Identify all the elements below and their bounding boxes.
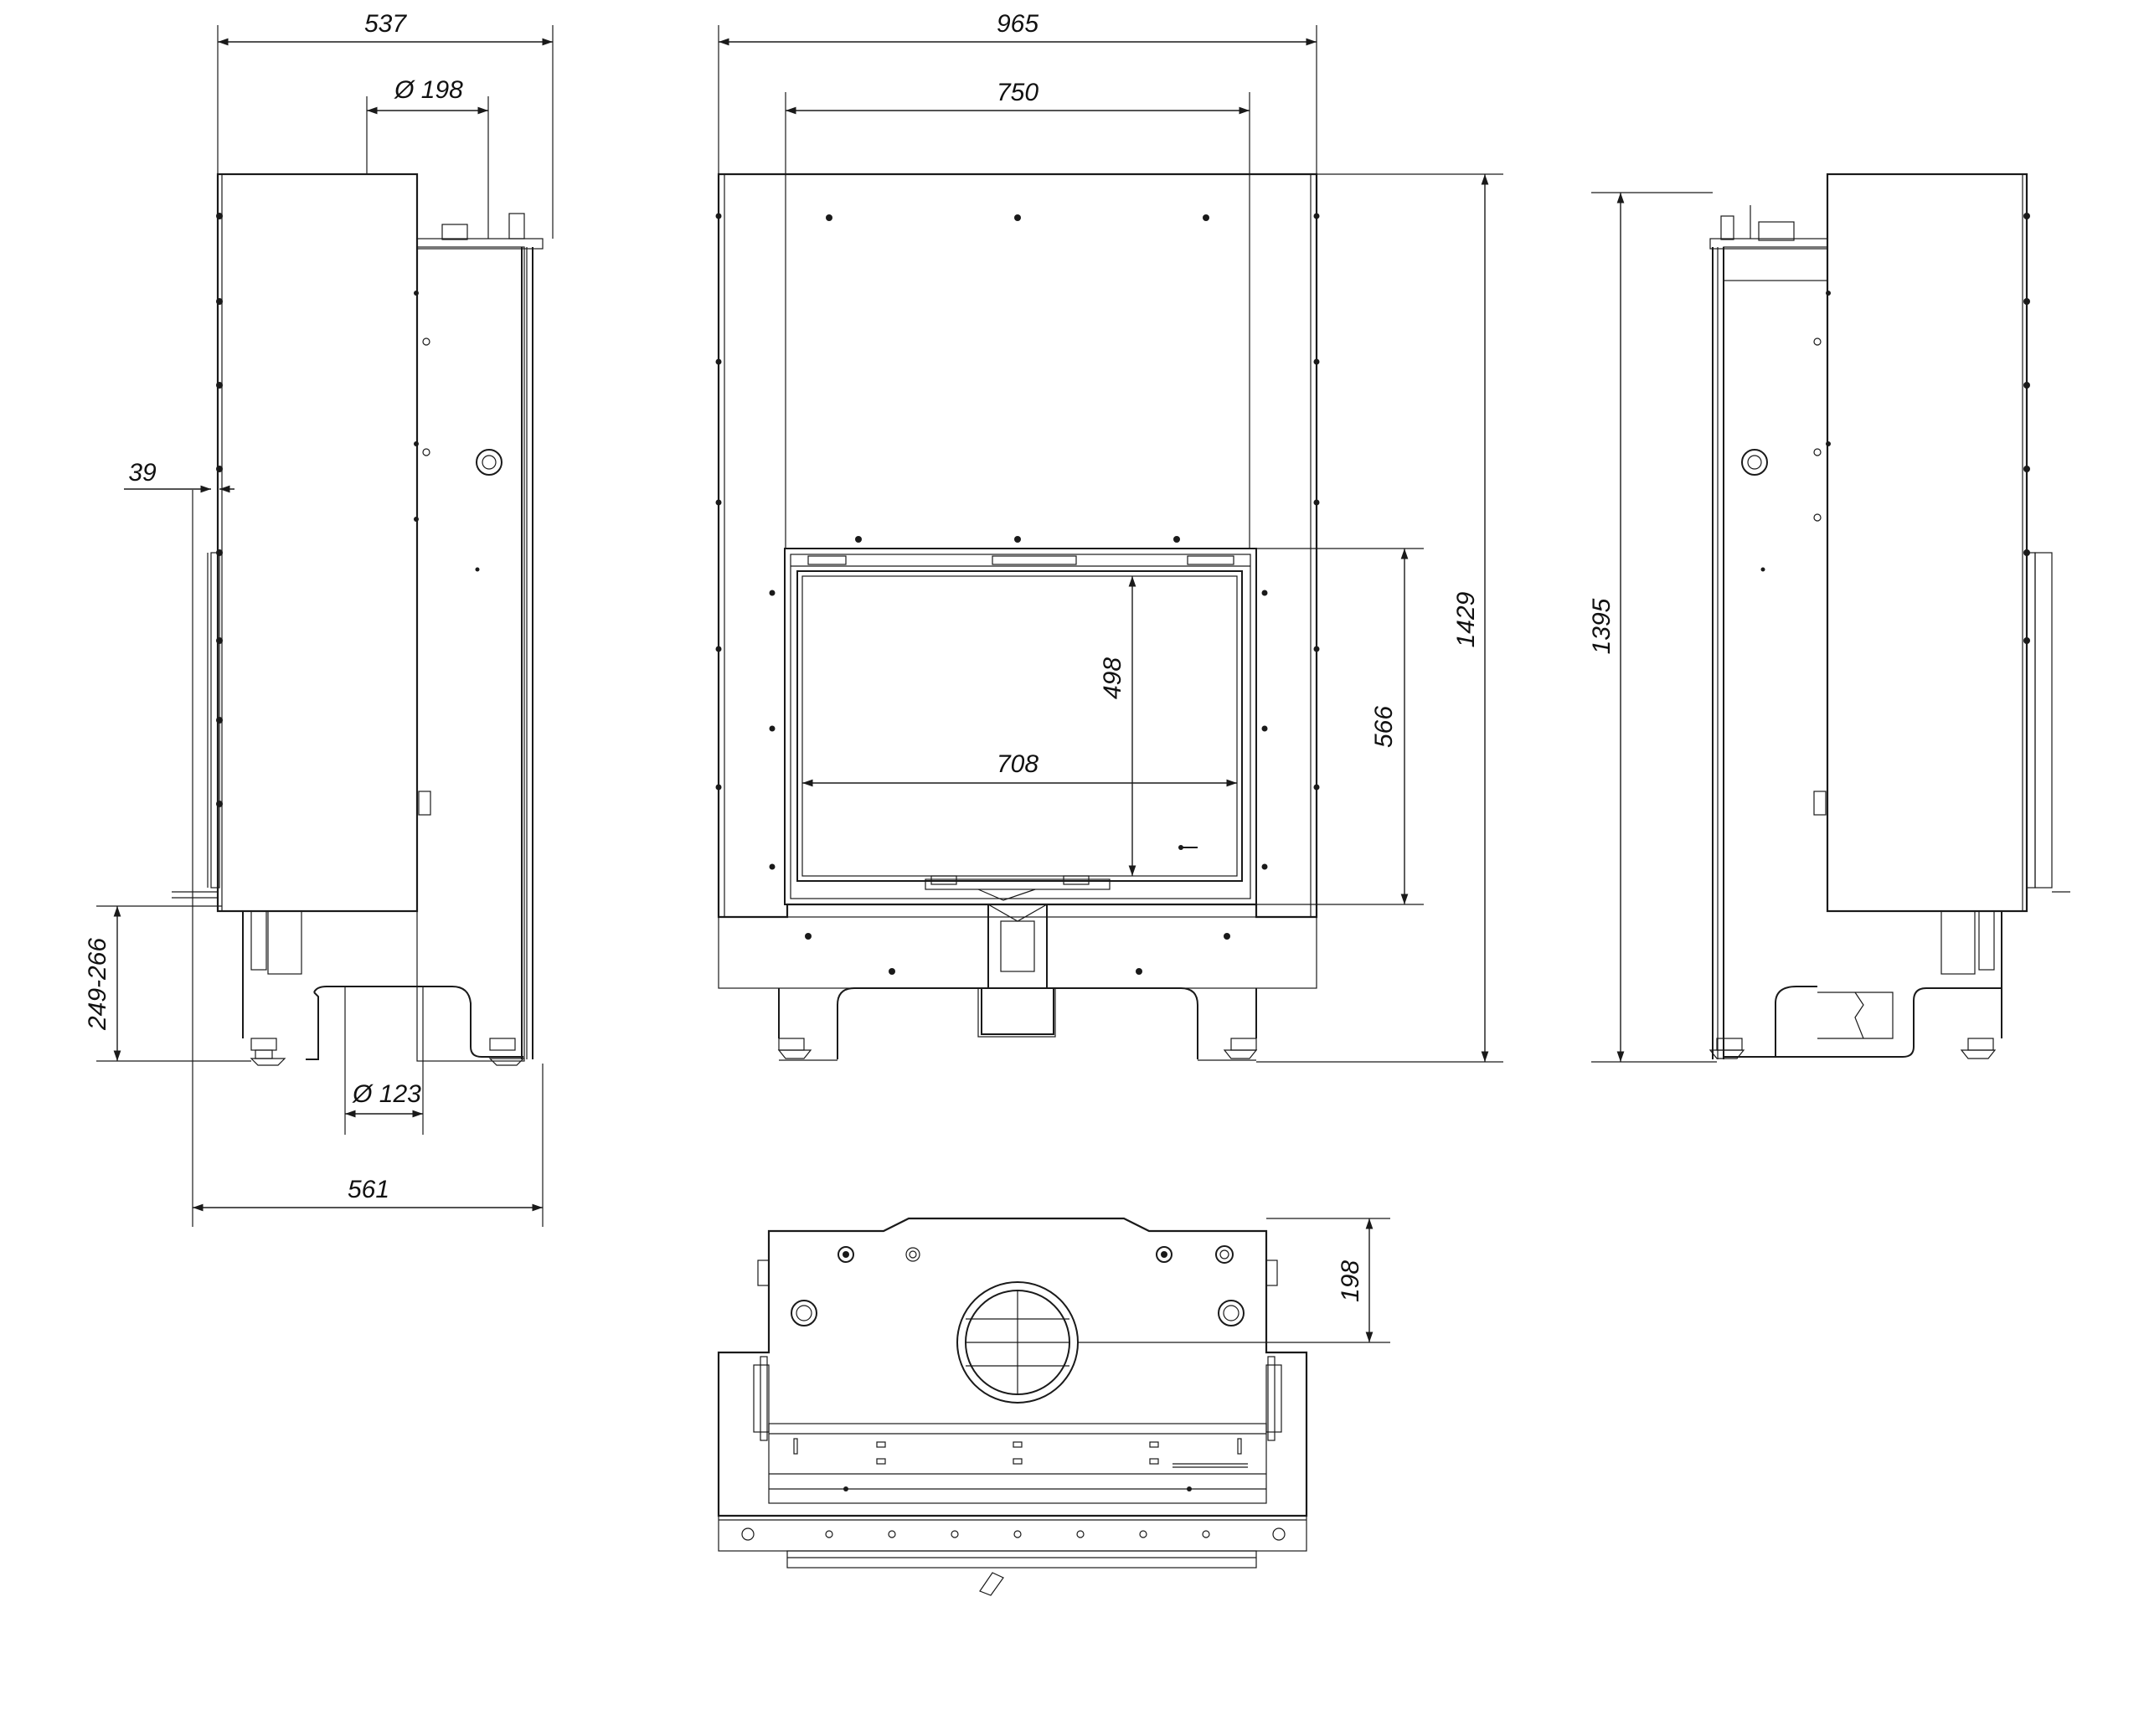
dim-537: 537	[364, 10, 407, 38]
left-dimension-lines: 537 Ø 198 39 249-266 Ø 123 561	[84, 10, 554, 1227]
front-view	[715, 173, 1320, 1061]
right-dimension-lines: 1395	[1588, 192, 1717, 1063]
right-side-view	[1708, 173, 2070, 1059]
dim-566: 566	[1370, 706, 1398, 748]
dim-leg-height: 249-266	[84, 938, 111, 1031]
dim-1429: 1429	[1452, 591, 1480, 647]
dim-498: 498	[1099, 657, 1126, 699]
dim-flue-diameter: Ø 198	[394, 76, 463, 104]
left-side-view	[172, 173, 544, 1066]
dim-750: 750	[997, 79, 1038, 106]
dim-965: 965	[997, 10, 1038, 38]
front-dimension-lines: 965 750 498 708 566 1429	[718, 10, 1503, 1063]
dim-198-top: 198	[1337, 1260, 1364, 1302]
dim-outlet-diameter: Ø 123	[352, 1080, 421, 1108]
dim-708: 708	[997, 750, 1038, 778]
top-view	[717, 1217, 1308, 1596]
dim-39: 39	[128, 459, 157, 487]
dim-1395: 1395	[1588, 598, 1616, 654]
top-dimension-lines: 198	[1078, 1218, 1390, 1343]
dim-561: 561	[348, 1176, 389, 1203]
